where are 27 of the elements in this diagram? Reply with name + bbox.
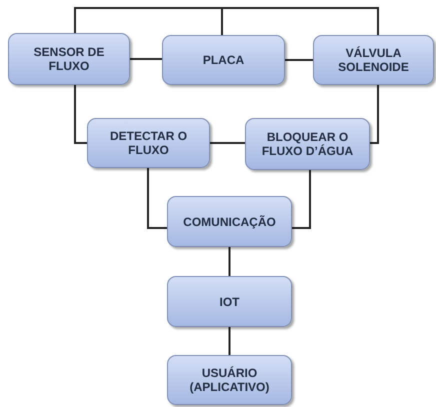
process-box xyxy=(87,118,210,168)
process-box xyxy=(245,118,370,170)
process-box xyxy=(8,33,130,85)
connector-line xyxy=(130,58,162,60)
connector-line xyxy=(147,168,167,229)
process-box xyxy=(167,355,292,405)
box-label: COMUNICAÇÃO xyxy=(182,214,277,228)
connector-line xyxy=(285,59,313,61)
connector-line xyxy=(74,85,87,144)
connector-line xyxy=(210,142,245,144)
box-label: VÁLVULA SOLENOIDE xyxy=(337,46,410,74)
box-label: USUÁRIO (APLICATIVO) xyxy=(188,366,270,394)
connector-line xyxy=(292,170,311,229)
connector-line xyxy=(228,247,230,276)
process-box xyxy=(167,196,292,247)
process-box xyxy=(313,35,434,85)
connector-line xyxy=(228,327,230,355)
box-label: BLOQUEAR O FLUXO D’ÁGUA xyxy=(260,130,354,158)
box-label: IOT xyxy=(218,294,240,308)
connector-line xyxy=(221,7,379,35)
box-label: SENSOR DE FLUXO xyxy=(32,45,106,73)
process-box xyxy=(162,35,285,85)
connector-line xyxy=(370,85,379,144)
box-label: DETECTAR O FLUXO xyxy=(108,129,188,157)
connector-line xyxy=(74,7,223,35)
process-box xyxy=(167,276,292,327)
box-label: PLACA xyxy=(202,53,246,67)
